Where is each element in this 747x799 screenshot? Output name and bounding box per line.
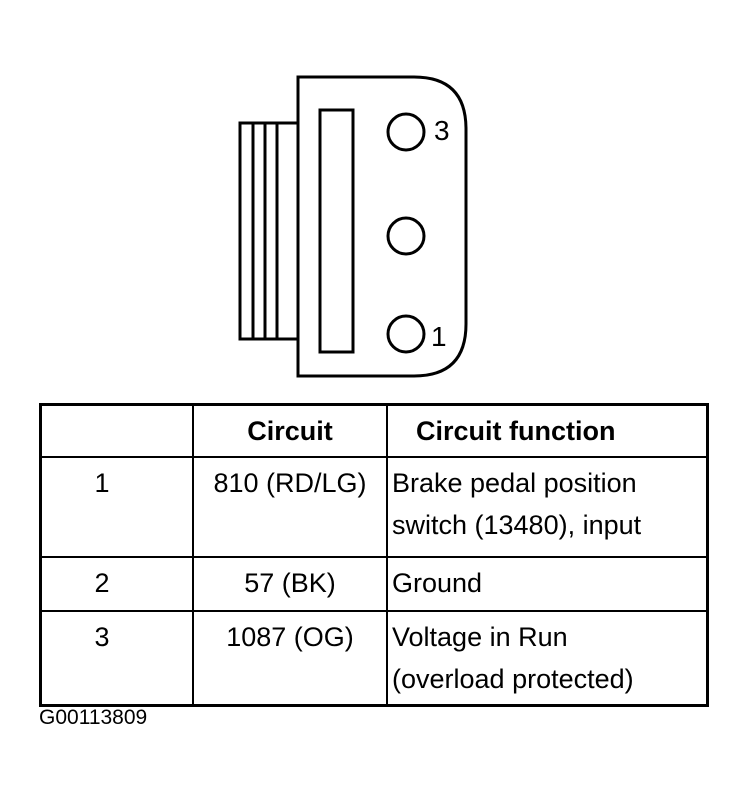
table-row: 3 1087 (OG) Voltage in Run (overload pro…: [39, 610, 709, 707]
connector-key-slot: [318, 108, 355, 354]
pin-circuit-table: Circuit Circuit function 1 810 (RD/LG) B…: [39, 403, 709, 707]
circuit-value: 57 (BK): [192, 556, 388, 612]
connector-latch: [238, 121, 300, 341]
function-line: Ground: [392, 568, 483, 598]
pin-number: 2: [39, 556, 194, 612]
pin-cavity-1: [386, 314, 426, 354]
circuit-value: 1087 (OG): [192, 610, 388, 707]
circuit-function: Voltage in Run (overload protected): [386, 610, 709, 707]
pin-label-3: 3: [434, 115, 450, 146]
circuit-value: 810 (RD/LG): [192, 456, 388, 558]
connector-housing: [296, 75, 468, 378]
table-row: 2 57 (BK) Ground: [39, 556, 709, 612]
table-row: 1 810 (RD/LG) Brake pedal position switc…: [39, 456, 709, 558]
circuit-function: Ground: [386, 556, 709, 612]
function-line: switch (13480), input: [392, 510, 642, 540]
pin-number: 1: [39, 456, 194, 558]
circuit-function: Brake pedal position switch (13480), inp…: [386, 456, 709, 558]
function-line: Brake pedal position: [392, 468, 637, 498]
header-circuit: Circuit: [192, 403, 388, 458]
figure-id: G00113809: [39, 706, 148, 729]
connector-diagram: 3 1: [238, 75, 468, 378]
pin-cavity-2: [386, 216, 426, 256]
function-line: Voltage in Run: [392, 622, 568, 652]
table-header-row: Circuit Circuit function: [39, 403, 709, 458]
function-line: (overload protected): [392, 664, 634, 694]
pin-label-1: 1: [431, 321, 447, 352]
header-pin: [39, 403, 194, 458]
header-circuit-function: Circuit function: [386, 403, 709, 458]
pin-cavity-3: [386, 112, 426, 152]
pin-number: 3: [39, 610, 194, 707]
